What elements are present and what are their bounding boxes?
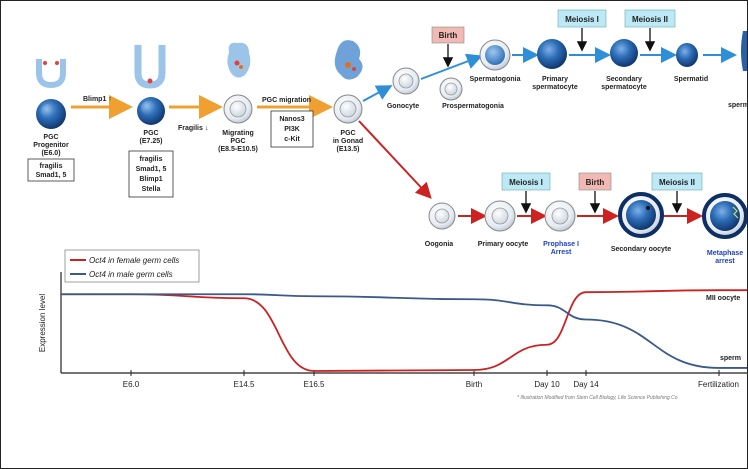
male-meiosis2-label: Meiosis II [632, 15, 668, 24]
embryo-icon-e135 [334, 40, 363, 80]
spermatid-label: Spermatid [674, 76, 708, 83]
migrating-pgc-cell [223, 94, 253, 124]
progenitor-stage: (E6.0) [41, 150, 60, 157]
x-tick-label: E6.0 [123, 380, 140, 389]
migration-marker: Nanos3 [279, 116, 304, 123]
x-tick-label: Birth [466, 380, 482, 389]
migration-marker: PI3K [284, 126, 300, 133]
oogonia-label: Oogonia [425, 241, 453, 248]
secondary-spermatocyte-label1: Secondary [606, 76, 642, 83]
male-meiosis2-box [624, 9, 676, 28]
fragilis-label: Fragilis ↓ [178, 125, 208, 132]
progenitor-marker: fragilis [40, 163, 63, 170]
pgc-e725-title: PGC [143, 130, 158, 137]
spermatogonia-label: Spermatogonia [470, 76, 521, 83]
migrating-title1: Migrating [222, 130, 254, 137]
pgc-e725-marker: Stella [142, 186, 161, 193]
male-oct4-line [61, 293, 747, 369]
male-birth-box [431, 26, 465, 44]
pgc-e725-marker: Blimp1 [139, 176, 162, 183]
migration-label: PGC migration [262, 97, 311, 104]
oogonia-cell [428, 202, 456, 230]
secondary-spermatocyte-label2: spermatocyte [601, 84, 647, 91]
female-meiosis2-label: Meiosis II [659, 178, 695, 187]
primary-oocyte-cell [484, 200, 516, 232]
pgc-progenitor-cell [36, 99, 66, 129]
to-spermatogonia-arrow [420, 53, 483, 80]
blimp-label: Blimp1 ↑ [83, 96, 112, 103]
male-birth-label: Birth [439, 31, 458, 40]
prophase-label2: Arrest [551, 249, 572, 256]
legend-box [64, 249, 200, 283]
secondary-oocyte-label: Secondary oocyte [611, 246, 671, 253]
x-tick-label: Fertilization [698, 380, 739, 389]
embryo-icon-e6 [36, 59, 66, 89]
legend-male-label: Oct4 in male germ cells [89, 270, 173, 279]
prophase-arrest-cell [544, 200, 576, 232]
female-meiosis1-box [501, 172, 551, 191]
progenitor-marker: Smad1, 5 [36, 172, 67, 179]
x-tick-label: E14.5 [234, 380, 255, 389]
migrating-stage: (E8.5-E10.5) [218, 146, 258, 153]
secondary-oocyte-cell [618, 192, 664, 238]
primary-spermatocyte-cell [537, 39, 567, 69]
y-axis-label: Expression level [38, 294, 47, 352]
credit-note: * Illustration Modified from Stem Cell B… [517, 395, 678, 401]
sperm-label: sperm [728, 102, 747, 109]
prophase-label1: Prophase I [543, 241, 579, 248]
x-tick-label: E16.5 [304, 380, 325, 389]
progenitor-title1: PGC [43, 134, 58, 141]
spermatid-cell [676, 43, 698, 67]
migration-marker: c-Kit [284, 136, 300, 143]
gonocyte-label: Gonocyte [387, 103, 419, 110]
male-meiosis1-box [557, 9, 607, 28]
primary-spermatocyte-label2: spermatocyte [532, 84, 578, 91]
to-oogonia-arrow [358, 120, 432, 199]
gonad-pgc-cell [333, 94, 363, 124]
metaphase-arrest-cell [702, 193, 747, 239]
x-tick-label: Day 14 [573, 380, 599, 389]
pgc-e725-marker: fragilis [140, 156, 163, 163]
female-birth-box [578, 172, 612, 191]
prospermatogonia-cell [439, 77, 463, 101]
female-meiosis1-label: Meiosis I [509, 178, 543, 187]
metaphase-label2: arrest [715, 258, 735, 265]
to-gonocyte-arrow [362, 85, 393, 102]
primary-spermatocyte-label1: Primary [542, 76, 568, 83]
progenitor-title2: Progenitor [33, 142, 69, 149]
x-tick-label: Day 10 [534, 380, 560, 389]
male-meiosis1-label: Meiosis I [565, 15, 599, 24]
pgc-e725-cell [137, 97, 165, 125]
pgc-e725-stage: (E7.25) [140, 138, 163, 145]
gonad-title1: PGC [340, 130, 355, 137]
prospermatogonia-label: Prospermatogonia [442, 103, 504, 110]
female-birth-label: Birth [586, 178, 605, 187]
legend-female-label: Oct4 in female germ cells [89, 256, 179, 265]
pgc-e725-marker: Smad1, 5 [136, 166, 167, 173]
progenitor-marker-box [27, 158, 75, 182]
sperm-cell [741, 31, 747, 71]
female-oct4-line [61, 289, 747, 372]
spermatogonia-cell [479, 39, 511, 71]
migration-marker-box [270, 110, 314, 148]
pgc-e725-marker-box [128, 150, 174, 198]
male-end-label: sperm [720, 355, 741, 362]
metaphase-label1: Metaphase [707, 250, 743, 257]
secondary-spermatocyte-cell [610, 39, 638, 67]
female-meiosis2-box [651, 172, 703, 191]
migrating-title2: PGC [230, 138, 245, 145]
x-ticks: E6.0 E14.5 E16.5 Birth Day 10 Day 14 Fertiliza… [123, 370, 739, 389]
embryo-icon-e95 [227, 42, 251, 78]
expression-chart: Expression level Oct4 in female germ cel… [38, 249, 747, 401]
gonad-stage: (E13.5) [337, 146, 360, 153]
gonad-title2: in Gonad [333, 138, 363, 145]
primary-oocyte-label: Primary oocyte [478, 241, 529, 248]
gonocyte-cell [392, 67, 420, 95]
embryo-icon-e725 [134, 45, 166, 89]
female-end-label: MII oocyte [706, 295, 740, 302]
